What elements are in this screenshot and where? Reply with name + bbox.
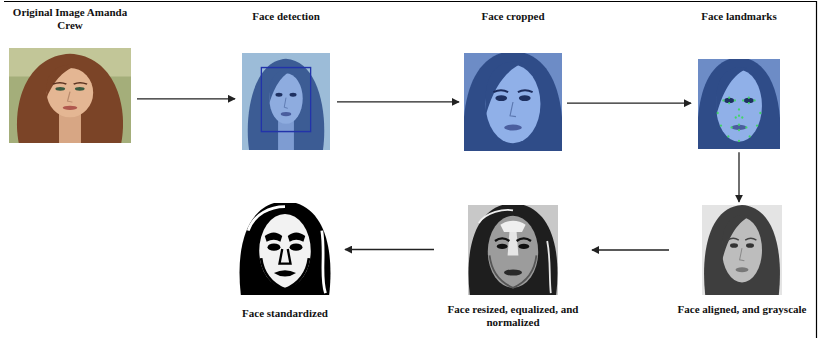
stage-caption: Face cropped (481, 10, 544, 23)
face-landmarks-image (698, 59, 780, 149)
flow-arrow (738, 152, 739, 202)
face-grayscale-image (702, 205, 782, 295)
flow-arrow (337, 101, 459, 102)
face-detection-image (242, 53, 330, 150)
face-standardized-image (239, 203, 331, 295)
flow-arrow (345, 249, 434, 250)
stage-caption: Face landmarks (701, 10, 776, 23)
flow-arrow (592, 249, 669, 250)
pipeline-stage: Face resized, equalized, and normalized (437, 205, 589, 329)
stage-caption: Face standardized (242, 307, 328, 320)
stage-caption: Face detection (252, 10, 320, 23)
flow-arrow (567, 103, 691, 104)
pipeline-stage: Original Image Amanda Crew (6, 6, 134, 143)
pipeline-stage: Face cropped (462, 10, 564, 151)
stage-caption: Face resized, equalized, and normalized (437, 303, 589, 329)
face-normalized-image (468, 205, 558, 295)
stage-caption: Face aligned, and grayscale (678, 303, 807, 316)
pipeline-stage: Face aligned, and grayscale (672, 205, 812, 316)
face-cropped-image (464, 53, 562, 151)
face-photo (9, 48, 131, 143)
flow-arrow (137, 98, 235, 99)
pipeline-stage: Face landmarks (694, 10, 784, 149)
pipeline-stage: Face standardized (228, 203, 342, 320)
pipeline-stage: Face detection (238, 10, 334, 150)
stage-caption: Original Image Amanda Crew (6, 6, 134, 32)
